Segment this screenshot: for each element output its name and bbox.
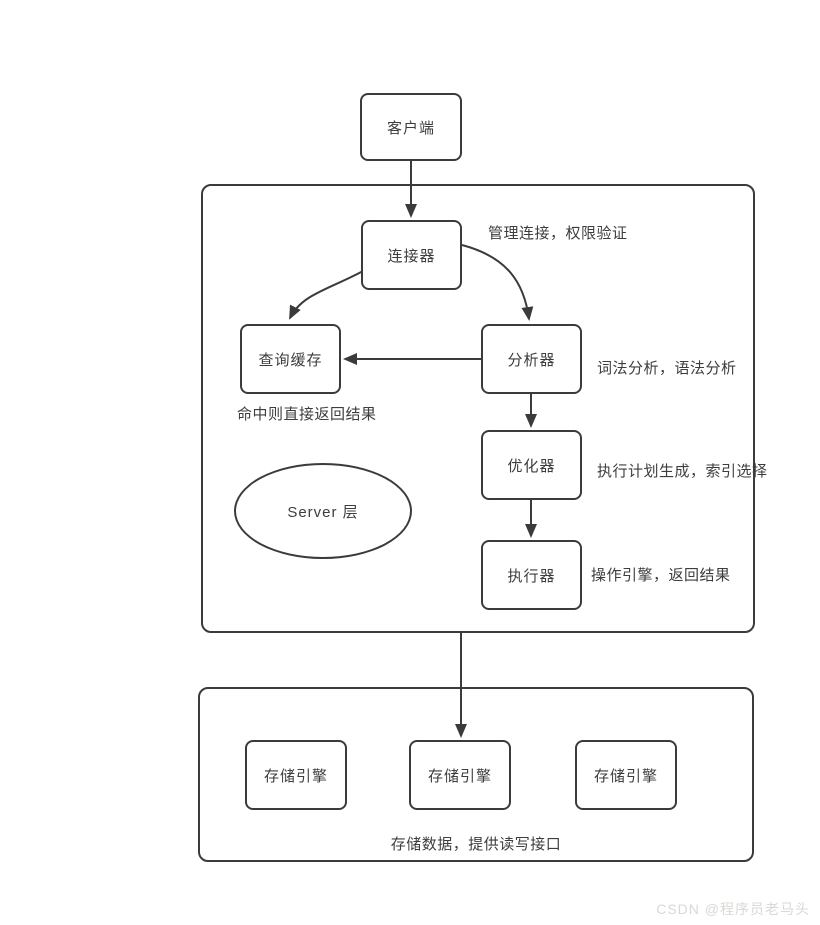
server-layer-label: Server 层 [287,503,359,521]
analyzer-annotation: 词法分析，语法分析 [597,360,737,377]
server-layer-container [201,184,755,633]
query-cache-annotation: 命中则直接返回结果 [237,406,377,423]
connector-node: 连接器 [361,220,462,290]
connector-label: 连接器 [387,247,436,265]
storage-annotation: 存储数据，提供读写接口 [390,836,562,853]
optimizer-annotation: 执行计划生成，索引选择 [597,463,768,480]
query-cache-node: 查询缓存 [240,324,341,394]
analyzer-label: 分析器 [507,351,556,369]
storage-engine-label: 存储引擎 [263,767,328,785]
server-layer-ellipse: Server 层 [234,463,412,559]
optimizer-label: 优化器 [507,457,556,475]
executor-label: 执行器 [507,567,556,585]
connector-annotation: 管理连接，权限验证 [488,225,628,242]
client-node: 客户端 [360,93,462,161]
analyzer-node: 分析器 [481,324,582,394]
storage-layer-container [198,687,754,862]
storage-engine-node-3: 存储引擎 [575,740,677,810]
storage-engine-node-1: 存储引擎 [245,740,347,810]
executor-annotation: 操作引擎，返回结果 [591,567,731,584]
csdn-watermark: CSDN @程序员老马头 [656,901,810,917]
optimizer-node: 优化器 [481,430,582,500]
storage-engine-label: 存储引擎 [427,767,492,785]
query-cache-label: 查询缓存 [258,351,323,369]
storage-engine-node-2: 存储引擎 [409,740,511,810]
executor-node: 执行器 [481,540,582,610]
client-label: 客户端 [386,119,435,137]
storage-engine-label: 存储引擎 [593,767,658,785]
